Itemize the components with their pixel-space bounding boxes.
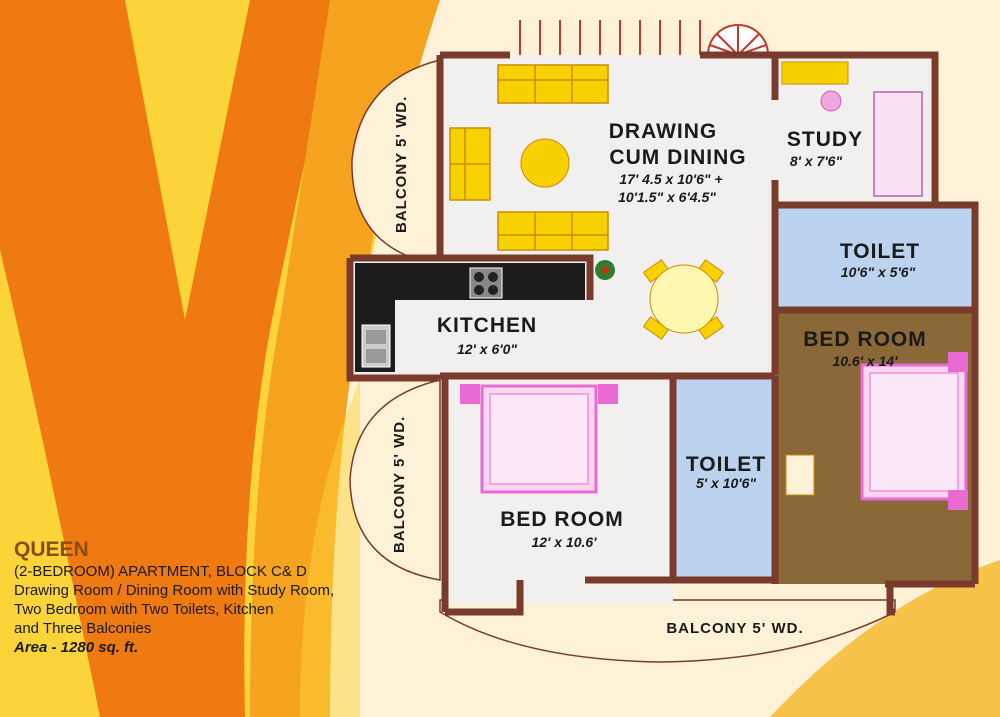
study-desk: [781, 61, 849, 85]
v-logo-shape: [0, 0, 340, 717]
drawing-room-dim-line2: 10'1.5" x 6'4.5": [618, 189, 716, 205]
kitchen-dim: 12' x 6'0": [456, 341, 517, 357]
sofa-bottom: [497, 211, 609, 251]
coffee-table: [520, 138, 570, 188]
balcony-top-left: [351, 59, 441, 266]
stove: [469, 267, 503, 299]
study-name: STUDY: [786, 128, 864, 151]
kitchen-name: KITCHEN: [436, 314, 538, 337]
master-bedroom-dim: 10.6' x 14': [832, 353, 898, 369]
info-line-4: and Three Balconies: [14, 620, 152, 637]
balcony-mid-left-label: BALCONY 5' WD.: [391, 415, 408, 553]
drawing-room-name-line2: CUM DINING: [609, 146, 747, 169]
walls: [346, 51, 979, 616]
bed2-bed: [460, 384, 618, 494]
terrace-railing: [519, 20, 701, 55]
fan-window: [706, 24, 770, 56]
sofa-top: [497, 64, 609, 104]
apartment-title: QUEEN: [14, 538, 89, 561]
master-chair: [785, 454, 815, 496]
info-line-3: Two Bedroom with Two Toilets, Kitchen: [14, 601, 274, 618]
area-text: Area - 1280 sq. ft.: [14, 639, 139, 656]
study-chair: [820, 90, 842, 112]
toilet2-floor: [675, 378, 775, 578]
kitchen-counter: [355, 263, 585, 372]
master-bedroom-name: BED ROOM: [803, 328, 927, 351]
toilet1-name: TOILET: [839, 240, 921, 263]
dining-set: [642, 259, 725, 340]
drawing-room-dim-line1: 17' 4.5 x 10'6" +: [619, 171, 723, 187]
apartment-info: QUEEN (2-BEDROOM) APARTMENT, BLOCK C& D …: [14, 538, 394, 657]
balcony-bottom-label: BALCONY 5' WD.: [666, 620, 804, 637]
drawing-room-name-line1: DRAWING: [608, 120, 718, 143]
master-bed: [860, 352, 968, 510]
toilet1-floor: [778, 208, 974, 312]
toilet1-dim: 10'6" x 5'6": [840, 264, 916, 280]
plant-icon: [595, 260, 615, 280]
sofa-left: [449, 127, 491, 201]
balcony-mid-left: [349, 379, 441, 581]
study-dim: 8' x 7'6": [789, 153, 843, 169]
toilet2-dim: 5' x 10'6": [695, 475, 756, 491]
bedroom2-dim: 12' x 10.6': [531, 534, 597, 550]
balcony-bottom: [439, 599, 896, 663]
info-line-2: Drawing Room / Dining Room with Study Ro…: [14, 582, 335, 599]
info-line-1: (2-BEDROOM) APARTMENT, BLOCK C& D: [14, 563, 307, 580]
toilet2-name: TOILET: [685, 453, 767, 476]
balcony-top-left-label: BALCONY 5' WD.: [393, 95, 410, 233]
bedroom2-name: BED ROOM: [500, 508, 624, 531]
study-cabinet: [873, 91, 923, 197]
